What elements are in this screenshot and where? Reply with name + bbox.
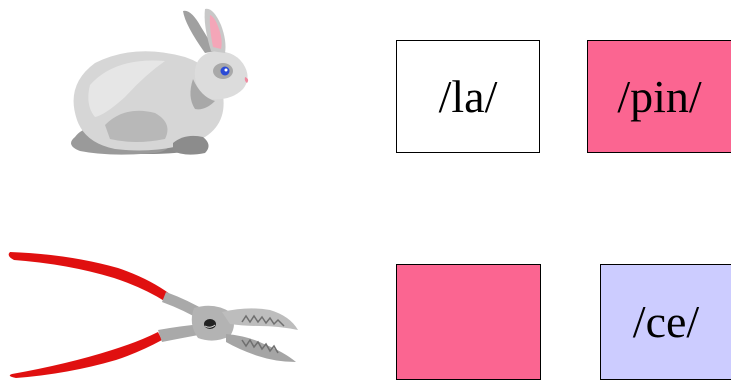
- rabbit-image: [55, 5, 255, 165]
- syllable-card-la-text: /la/: [438, 70, 498, 122]
- syllable-card-ce[interactable]: /ce/: [600, 264, 731, 380]
- syllable-card-empty[interactable]: [396, 264, 541, 380]
- syllable-card-pin[interactable]: /pin/: [587, 40, 731, 153]
- syllable-card-ce-text: /ce/: [632, 296, 700, 347]
- pliers-image: [8, 246, 300, 378]
- syllable-card-pin-text: /pin/: [617, 70, 702, 122]
- syllable-card-la[interactable]: /la/: [396, 40, 540, 153]
